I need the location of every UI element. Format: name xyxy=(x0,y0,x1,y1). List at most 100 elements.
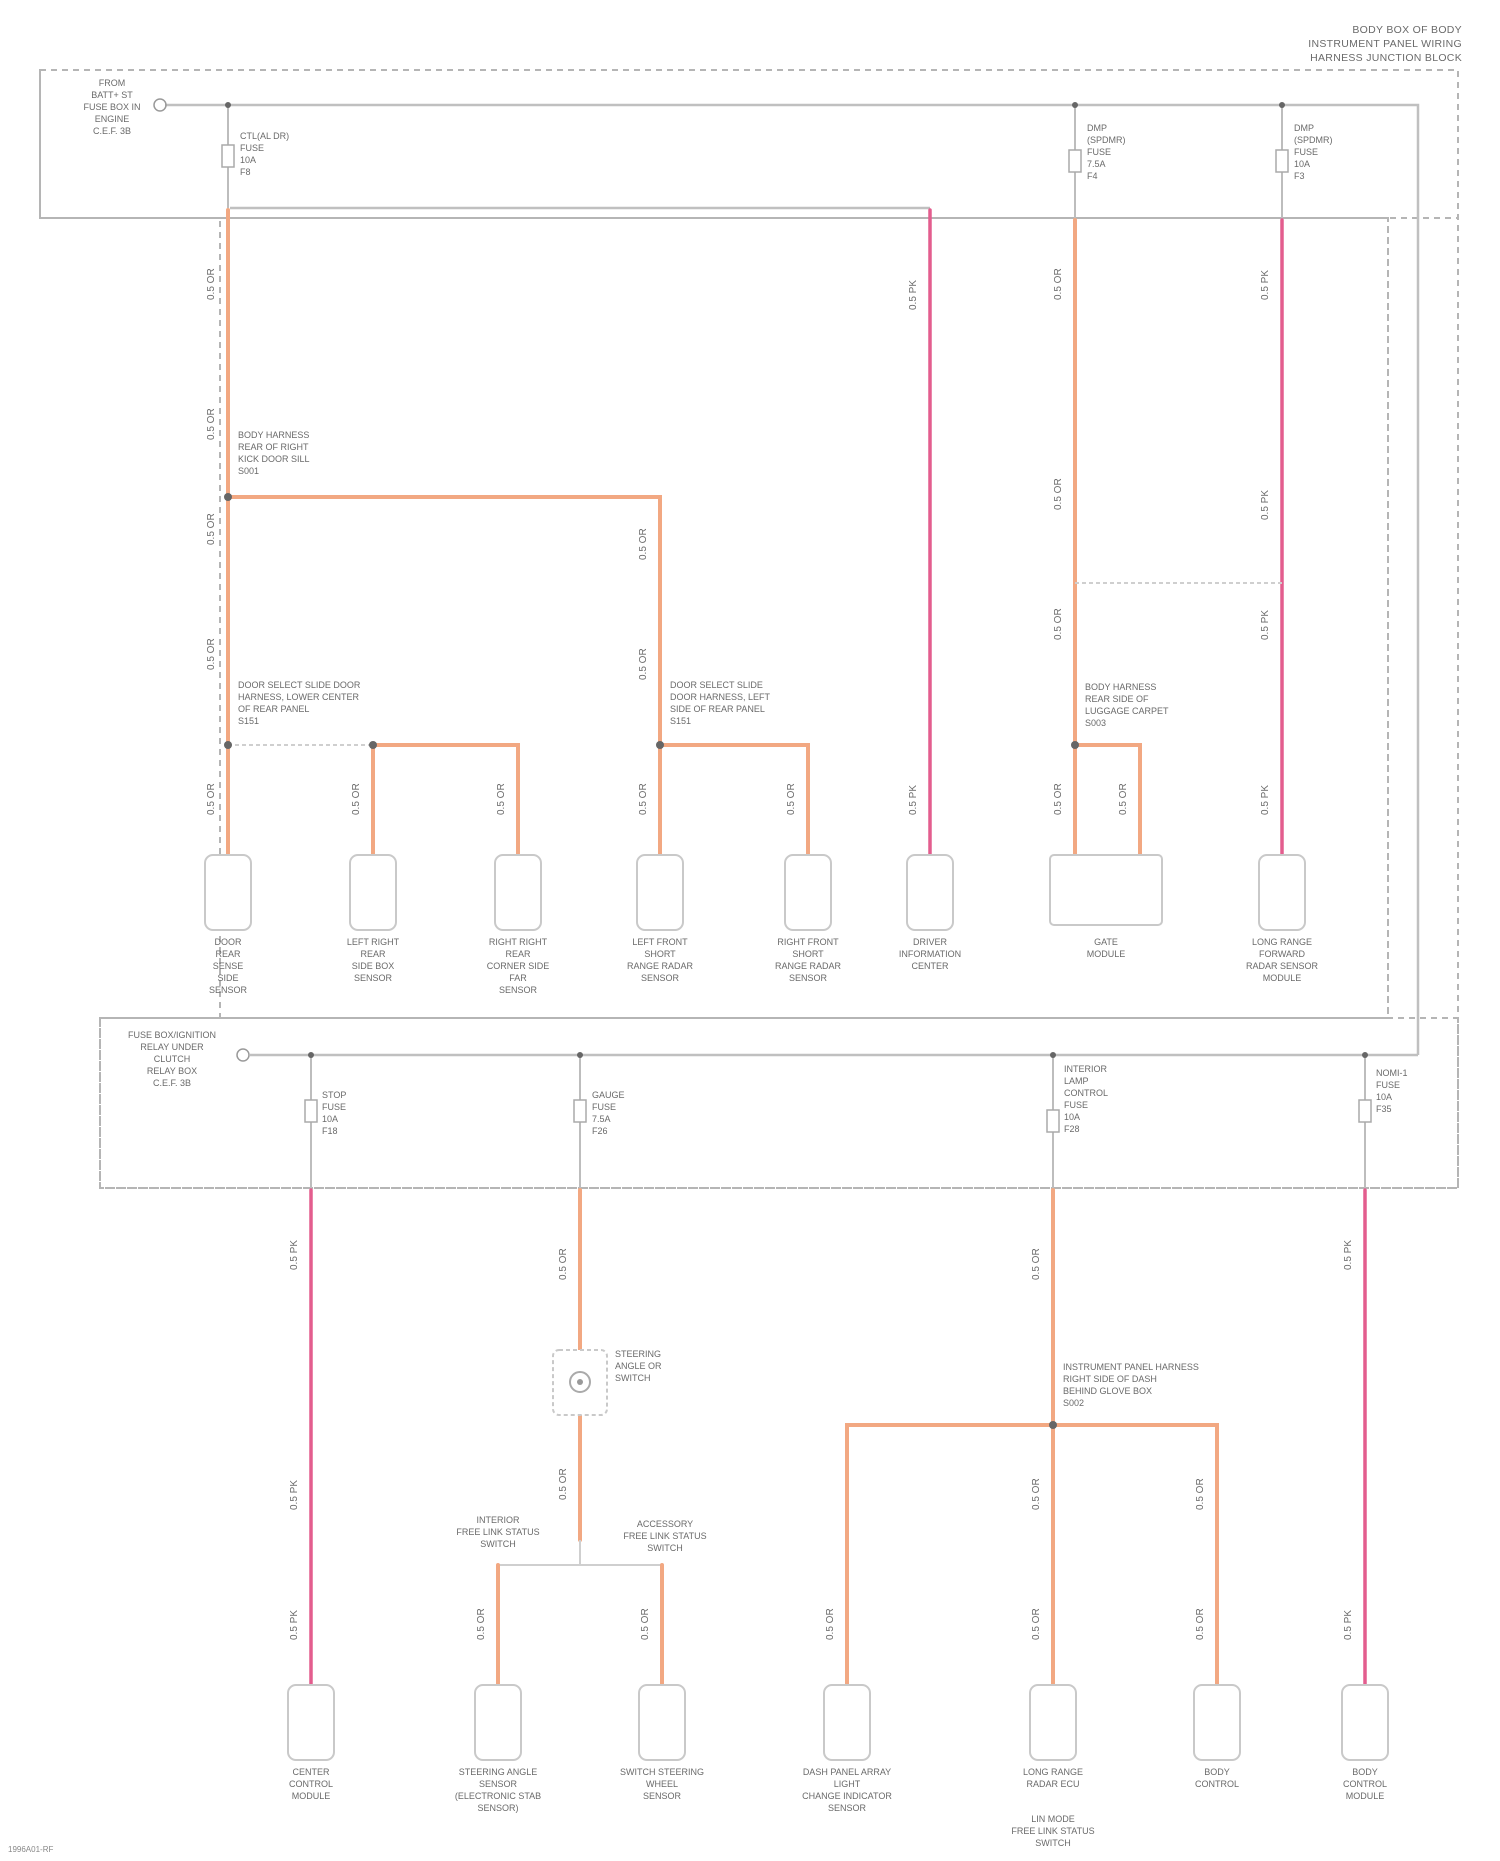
svg-text:DOOR HARNESS, LEFT: DOOR HARNESS, LEFT xyxy=(670,692,771,702)
svg-text:LEFT FRONT: LEFT FRONT xyxy=(632,937,688,947)
svg-text:0.5 OR: 0.5 OR xyxy=(638,783,649,815)
fuse-d: STOP FUSE 10A F18 xyxy=(305,1052,346,1188)
svg-text:0.5 PK: 0.5 PK xyxy=(908,280,919,310)
component-c1: DOOR REAR SENSE SIDE SENSOR xyxy=(205,855,251,995)
svg-text:REAR OF RIGHT: REAR OF RIGHT xyxy=(238,442,309,452)
fuse-e: GAUGE FUSE 7.5A F26 xyxy=(574,1052,625,1188)
svg-text:S003: S003 xyxy=(1085,718,1106,728)
svg-text:0.5 OR: 0.5 OR xyxy=(206,783,217,815)
svg-text:RADAR ECU: RADAR ECU xyxy=(1026,1779,1079,1789)
svg-text:CORNER SIDE: CORNER SIDE xyxy=(487,961,550,971)
footer-id: 1996A01-RF xyxy=(8,1845,53,1854)
svg-text:INTERIOR: INTERIOR xyxy=(476,1515,520,1525)
svg-text:0.5 PK: 0.5 PK xyxy=(1260,610,1271,640)
svg-text:SHORT: SHORT xyxy=(644,949,676,959)
fuse-a: CTL(AL DR) FUSE 10A F8 xyxy=(222,102,289,208)
svg-text:SWITCH: SWITCH xyxy=(480,1539,516,1549)
svg-text:CHANGE INDICATOR: CHANGE INDICATOR xyxy=(802,1791,892,1801)
svg-text:0.5 PK: 0.5 PK xyxy=(289,1240,300,1270)
component-c6: DRIVER INFORMATION CENTER xyxy=(899,855,961,971)
component-c3: RIGHT RIGHT REAR CORNER SIDE FAR SENSOR xyxy=(487,855,550,995)
svg-text:10A: 10A xyxy=(322,1114,338,1124)
svg-text:0.5 OR: 0.5 OR xyxy=(351,783,362,815)
svg-text:HARNESS, LOWER CENTER: HARNESS, LOWER CENTER xyxy=(238,692,360,702)
component-c11: SWITCH STEERING WHEEL SENSOR xyxy=(620,1685,704,1801)
svg-text:DOOR: DOOR xyxy=(215,937,243,947)
fuse-c: DMP (SPDMR) FUSE 10A F3 xyxy=(1276,102,1333,218)
svg-text:SENSOR: SENSOR xyxy=(789,973,828,983)
svg-text:FREE LINK STATUS: FREE LINK STATUS xyxy=(456,1527,539,1537)
splice-sp1: BODY HARNESS REAR OF RIGHT KICK DOOR SIL… xyxy=(224,430,310,501)
junction-block-outline xyxy=(40,70,1458,1188)
svg-text:FUSE: FUSE xyxy=(1376,1080,1400,1090)
component-c2: LEFT RIGHT REAR SIDE BOX SENSOR xyxy=(347,855,400,983)
svg-text:SENSOR: SENSOR xyxy=(828,1803,867,1813)
splice-sp2: DOOR SELECT SLIDE DOOR HARNESS, LOWER CE… xyxy=(224,680,377,749)
svg-text:KICK DOOR SILL: KICK DOOR SILL xyxy=(238,454,310,464)
svg-text:ENGINE: ENGINE xyxy=(95,114,130,124)
svg-text:DOOR SELECT SLIDE: DOOR SELECT SLIDE xyxy=(670,680,763,690)
svg-text:0.5 OR: 0.5 OR xyxy=(825,1608,836,1640)
upper-feed-label: FROM BATT+ ST FUSE BOX IN ENGINE C.E.F. … xyxy=(83,78,140,136)
component-c14: BODY CONTROL xyxy=(1194,1685,1240,1789)
svg-text:FROM: FROM xyxy=(99,78,126,88)
svg-text:FAR: FAR xyxy=(509,973,527,983)
svg-text:SENSOR: SENSOR xyxy=(643,1791,682,1801)
component-c12: DASH PANEL ARRAY LIGHT CHANGE INDICATOR … xyxy=(802,1685,892,1813)
svg-text:DOOR SELECT SLIDE DOOR: DOOR SELECT SLIDE DOOR xyxy=(238,680,361,690)
svg-text:LAMP: LAMP xyxy=(1064,1076,1089,1086)
svg-text:DRIVER: DRIVER xyxy=(913,937,948,947)
component-c15: BODY CONTROL MODULE xyxy=(1342,1685,1388,1801)
svg-text:0.5 OR: 0.5 OR xyxy=(786,783,797,815)
svg-text:STEERING: STEERING xyxy=(615,1349,661,1359)
component-c4: LEFT FRONT SHORT RANGE RADAR SENSOR xyxy=(627,855,694,983)
svg-text:GAUGE: GAUGE xyxy=(592,1090,625,1100)
svg-text:SENSOR: SENSOR xyxy=(479,1779,518,1789)
svg-text:0.5 OR: 0.5 OR xyxy=(1031,1248,1042,1280)
svg-text:0.5 OR: 0.5 OR xyxy=(206,268,217,300)
svg-text:LUGGAGE CARPET: LUGGAGE CARPET xyxy=(1085,706,1169,716)
svg-text:SWITCH: SWITCH xyxy=(615,1373,651,1383)
svg-text:RANGE RADAR: RANGE RADAR xyxy=(627,961,694,971)
svg-text:SHORT: SHORT xyxy=(792,949,824,959)
svg-text:LONG RANGE: LONG RANGE xyxy=(1023,1767,1083,1777)
component-c10: STEERING ANGLE SENSOR (ELECTRONIC STAB S… xyxy=(455,1685,541,1813)
svg-text:RIGHT FRONT: RIGHT FRONT xyxy=(777,937,839,947)
svg-text:FUSE: FUSE xyxy=(1087,147,1111,157)
svg-text:0.5 OR: 0.5 OR xyxy=(1195,1478,1206,1510)
svg-text:F26: F26 xyxy=(592,1126,608,1136)
svg-text:FREE LINK STATUS: FREE LINK STATUS xyxy=(1011,1826,1094,1836)
svg-text:0.5 PK: 0.5 PK xyxy=(1343,1610,1354,1640)
bottom-note: LIN MODE FREE LINK STATUS SWITCH xyxy=(1011,1814,1094,1848)
svg-text:10A: 10A xyxy=(1064,1112,1080,1122)
svg-text:C.E.F. 3B: C.E.F. 3B xyxy=(93,126,131,136)
svg-text:CTL(AL DR): CTL(AL DR) xyxy=(240,131,289,141)
svg-text:STOP: STOP xyxy=(322,1090,346,1100)
svg-text:LEFT RIGHT: LEFT RIGHT xyxy=(347,937,400,947)
svg-text:FUSE: FUSE xyxy=(240,143,264,153)
svg-text:LONG RANGE: LONG RANGE xyxy=(1252,937,1312,947)
svg-text:0.5 OR: 0.5 OR xyxy=(1031,1478,1042,1510)
component-c9: CENTER CONTROL MODULE xyxy=(288,1685,334,1801)
svg-text:MODULE: MODULE xyxy=(292,1791,331,1801)
svg-text:RIGHT RIGHT: RIGHT RIGHT xyxy=(489,937,548,947)
svg-text:0.5 PK: 0.5 PK xyxy=(908,785,919,815)
svg-text:BODY: BODY xyxy=(1352,1767,1378,1777)
header-title: BODY BOX OF BODY INSTRUMENT PANEL WIRING… xyxy=(1308,24,1462,64)
svg-text:F4: F4 xyxy=(1087,171,1098,181)
svg-text:SIDE: SIDE xyxy=(217,973,238,983)
svg-text:SENSOR: SENSOR xyxy=(354,973,393,983)
svg-text:CONTROL: CONTROL xyxy=(1064,1088,1108,1098)
wire-orange xyxy=(228,497,660,855)
svg-text:REAR: REAR xyxy=(215,949,241,959)
svg-text:RIGHT SIDE OF DASH: RIGHT SIDE OF DASH xyxy=(1063,1374,1157,1384)
svg-text:F28: F28 xyxy=(1064,1124,1080,1134)
svg-text:10A: 10A xyxy=(1376,1092,1392,1102)
svg-text:REAR SIDE OF: REAR SIDE OF xyxy=(1085,694,1149,704)
svg-text:0.5 OR: 0.5 OR xyxy=(1053,268,1064,300)
svg-text:F3: F3 xyxy=(1294,171,1305,181)
lower-feed-label: FUSE BOX/IGNITION RELAY UNDER CLUTCH REL… xyxy=(128,1030,216,1088)
svg-text:FUSE: FUSE xyxy=(322,1102,346,1112)
svg-text:DMP: DMP xyxy=(1087,123,1107,133)
svg-text:FUSE: FUSE xyxy=(1064,1100,1088,1110)
